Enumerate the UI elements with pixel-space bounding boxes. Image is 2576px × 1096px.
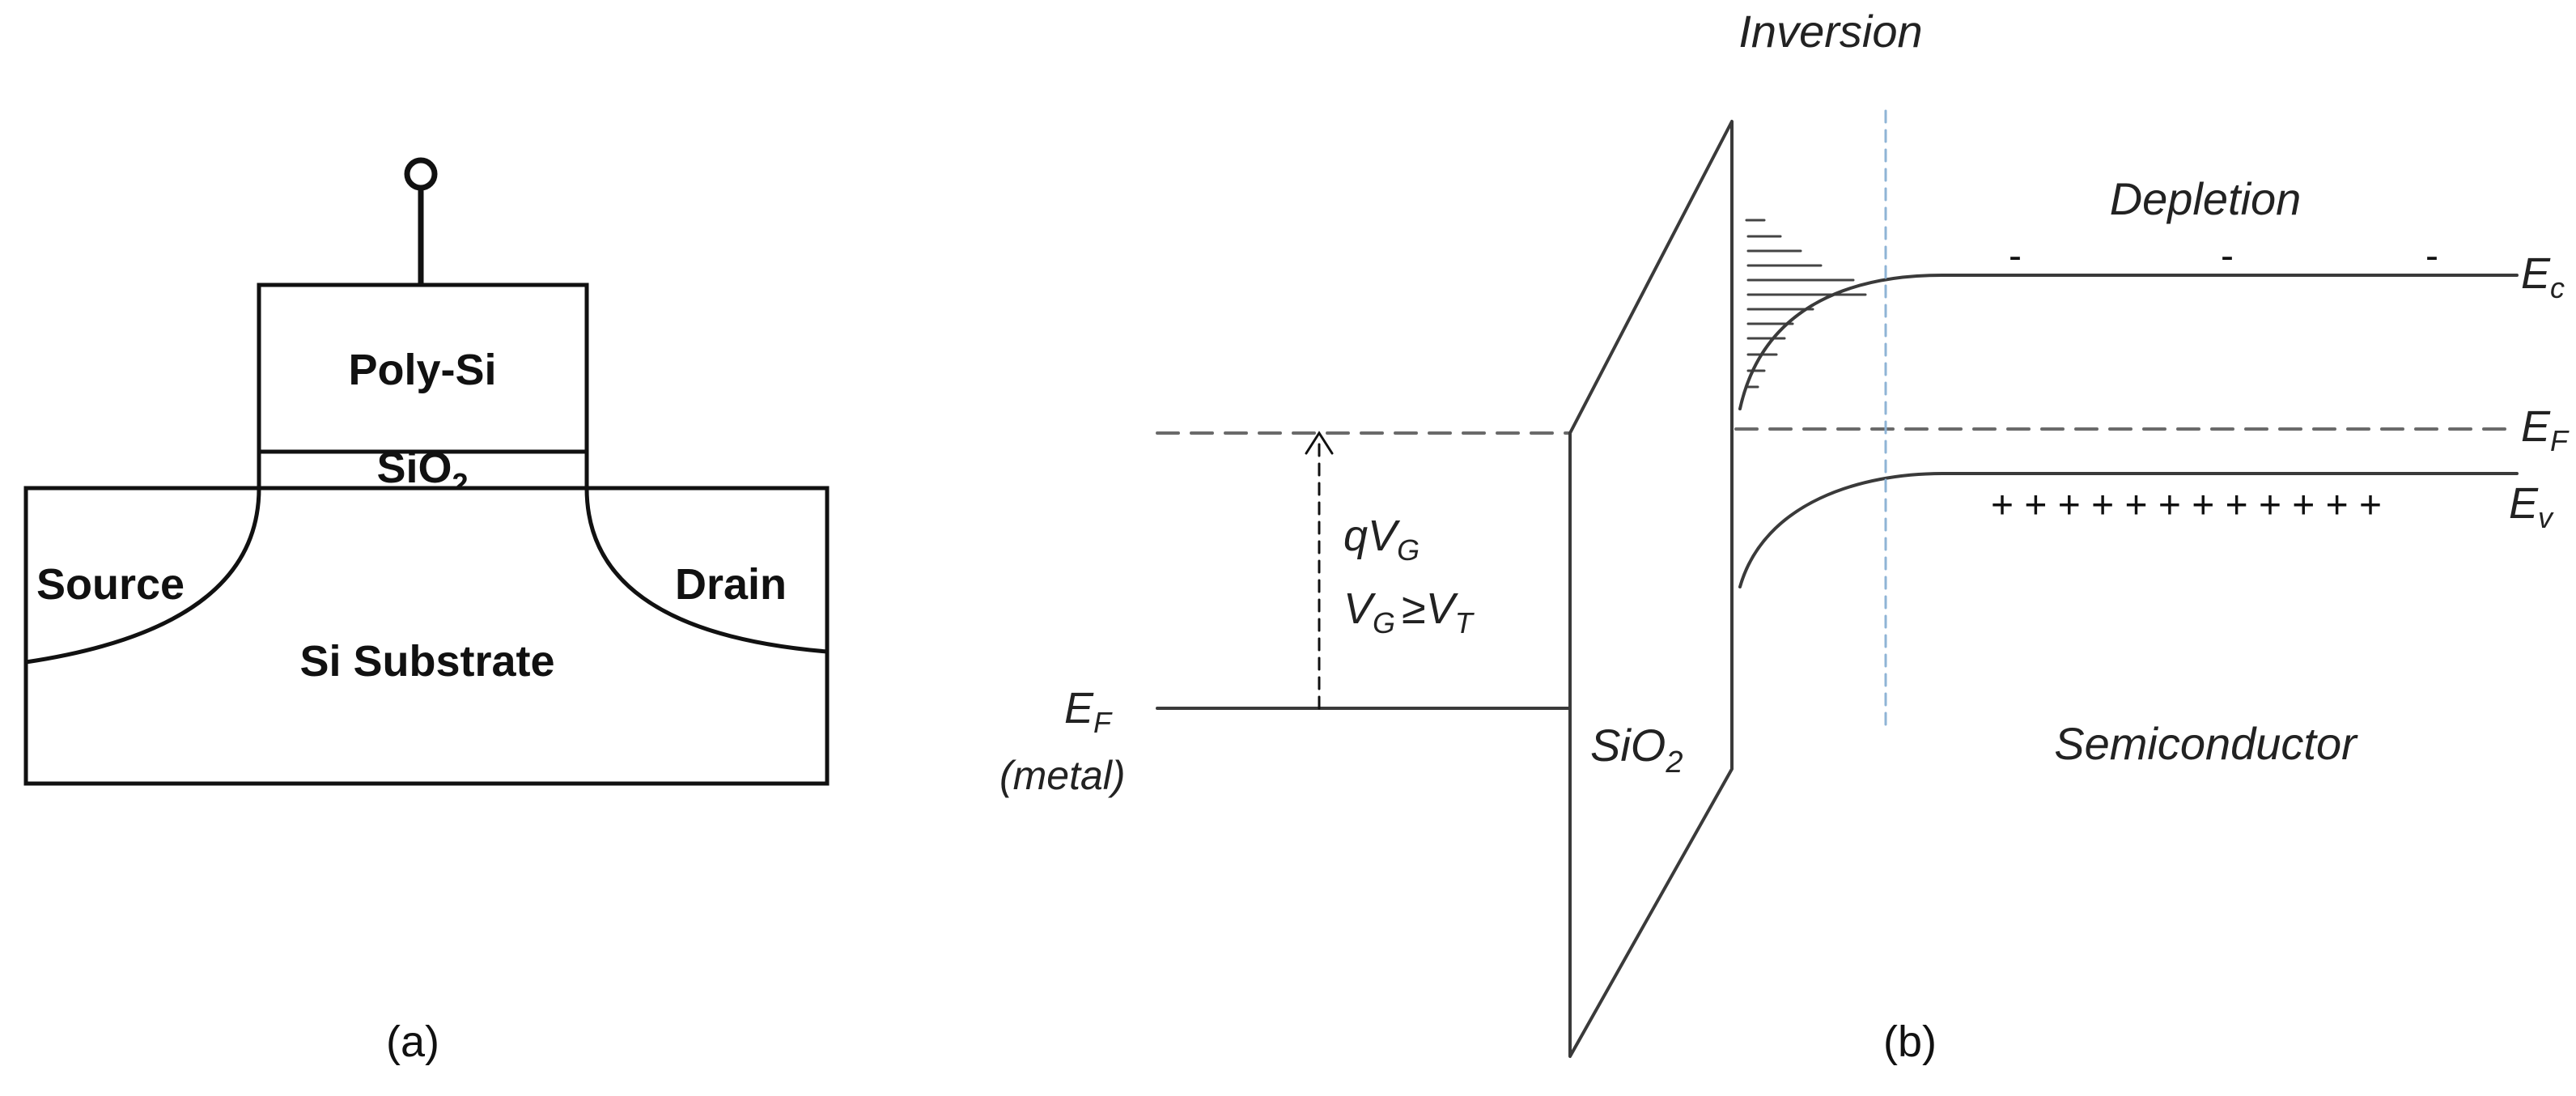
substrate-label: Si Substrate: [299, 637, 554, 686]
panel-a: Poly-Si SiO2 Source Drain Si Substrate (…: [23, 157, 830, 1066]
qvg-arrow-head-icon: [1305, 431, 1334, 455]
threshold-condition: VG≥VT: [1343, 584, 1475, 639]
caption-a: (a): [386, 1017, 439, 1066]
panel-b: Inversion Depletion Semiconductor - - - …: [999, 6, 2570, 1066]
metal-note: (metal): [999, 753, 1126, 798]
ef-label: EF: [2521, 402, 2570, 457]
source-junction: [25, 487, 261, 665]
gate-terminal-icon: [404, 157, 438, 191]
depletion-minus-1: -: [2009, 235, 2022, 278]
drain-label: Drain: [675, 560, 787, 609]
source-label: Source: [36, 560, 185, 609]
oxide-barrier: [1568, 120, 1734, 1058]
plus-row: + + + + + + + + + + + +: [1991, 484, 2382, 527]
ef-metal-label: EF: [1064, 684, 1113, 739]
ec-label: Ec: [2521, 249, 2565, 304]
semiconductor-label: Semiconductor: [2054, 718, 2358, 769]
depletion-label: Depletion: [2110, 173, 2302, 224]
drain-junction: [584, 487, 828, 654]
ev-band: [1738, 472, 2519, 588]
ev-label: Ev: [2509, 479, 2554, 534]
gate-oxide: [257, 449, 589, 491]
qvg-label: qVG: [1343, 512, 1420, 567]
inversion-label: Inversion: [1738, 6, 1922, 57]
depletion-minus-3: -: [2425, 235, 2438, 278]
caption-b: (b): [1883, 1017, 1937, 1066]
depletion-minus-2: -: [2221, 235, 2234, 278]
poly-si-label: Poly-Si: [348, 346, 496, 394]
inversion-charge: [1745, 219, 1867, 389]
ec-band: [1738, 274, 2519, 410]
si-substrate: [23, 486, 830, 786]
oxide-label-b: SiO2: [1590, 720, 1683, 780]
